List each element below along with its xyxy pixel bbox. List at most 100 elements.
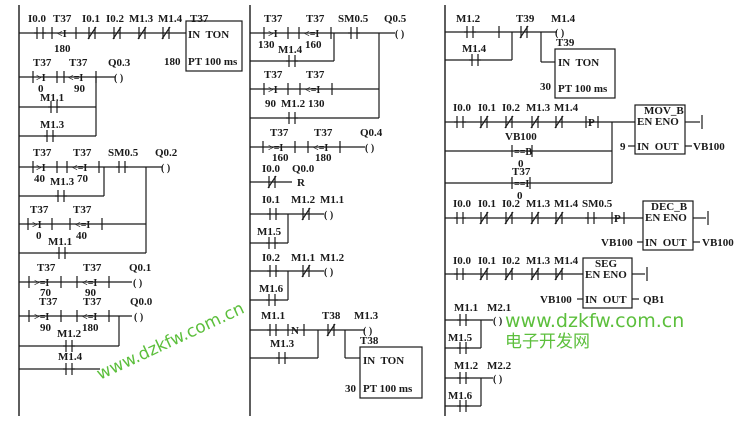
contact-label: M1.4: [158, 13, 183, 25]
coil-label: M1.1: [320, 194, 344, 206]
coil-label: Q0.1: [129, 262, 151, 274]
compare-value: 180: [315, 152, 332, 164]
en-eno-label: EN ENO: [637, 116, 679, 128]
compare-value: 130: [258, 39, 275, 51]
contact-label: T37: [264, 69, 283, 81]
input-value: VB100: [540, 294, 572, 306]
en-eno-label: EN ENO: [645, 212, 687, 224]
contact-nc: [479, 211, 489, 225]
output-value: QB1: [643, 294, 664, 306]
column-3: M1.2 T39 M1.4 ( ) M1.4 T39 IN TON PT 100…: [444, 5, 734, 416]
network-c2n5: I0.2 M1.1 M1.2 ( ) M1.6: [250, 252, 345, 307]
compare-value: 40: [34, 173, 46, 185]
contact-label: I0.0: [453, 255, 472, 267]
timer-in-label: IN TON: [188, 29, 229, 41]
contact-label: M1.1: [261, 310, 285, 322]
coil: ( ): [161, 163, 170, 174]
compare-value: 180: [54, 43, 71, 55]
contact-label: I0.2: [502, 198, 521, 210]
coil-label: Q0.3: [108, 57, 131, 69]
contact-label: T37: [33, 57, 52, 69]
contact-label: I0.2: [502, 255, 521, 267]
compare-op: >I: [36, 163, 46, 174]
contact-label: I0.0: [453, 102, 472, 114]
coil: ( ): [493, 316, 502, 327]
watermark-diagonal: www.dzkfw.com.cn: [94, 299, 248, 385]
contact-label: VB100: [505, 131, 537, 143]
network-c2n4: I0.1 M1.2 M1.1 ( ) M1.5: [250, 194, 344, 250]
contact-label: T38: [322, 310, 341, 322]
contact-label: M1.1: [291, 252, 315, 264]
contact-nc: [301, 207, 311, 221]
contact-label: I0.2: [106, 13, 125, 25]
compare-value: 0: [38, 83, 44, 95]
contact-nc: [161, 26, 171, 40]
timer-preset-value: 30: [540, 81, 552, 93]
compare-op: >=I: [34, 312, 49, 323]
contact-label: M1.6: [259, 283, 284, 295]
compare-value: 0: [518, 158, 524, 170]
compare-op: ==B: [514, 147, 532, 158]
contact-nc: [504, 115, 514, 129]
contact-label: M1.4: [554, 255, 579, 267]
coil: ( ): [365, 143, 374, 154]
contact-label: M1.4: [278, 44, 303, 56]
coil-label: M2.1: [487, 302, 511, 314]
column-1: I0.0 <I T37 180 I0.1 I0.2 M1.3 M1.4 T37 …: [18, 5, 243, 416]
in-out-label: IN OUT: [645, 237, 687, 249]
coil: ( ): [493, 374, 502, 385]
network-c3n5: M1.1 M2.1 ( ) M1.5: [445, 302, 511, 355]
coil-label: M2.2: [487, 360, 512, 372]
function-name: SEG: [595, 258, 617, 270]
compare-value: 90: [40, 322, 52, 334]
function-name: MOV_B: [644, 105, 684, 117]
network-c3n1: M1.2 T39 M1.4 ( ) M1.4 T39 IN TON PT 100…: [445, 13, 616, 99]
positive-edge: P: [614, 213, 621, 225]
contact-label: SM0.5: [108, 147, 139, 159]
contact-label: I0.1: [478, 255, 496, 267]
coil: ( ): [133, 278, 142, 289]
compare-op: <=I: [304, 29, 319, 40]
contact-nc: [554, 211, 564, 225]
coil: ( ): [114, 73, 123, 84]
compare-op: <=I: [75, 220, 90, 231]
compare-value: 180: [82, 322, 99, 334]
network-c1n1: I0.0 <I T37 180 I0.1 I0.2 M1.3 M1.4 T37 …: [19, 13, 243, 72]
contact-nc: [554, 115, 564, 129]
contact-nc: [112, 26, 122, 40]
compare-value: 0: [36, 230, 42, 242]
timer-preset-value: 180: [164, 56, 181, 68]
compare-value: 70: [77, 173, 89, 185]
contact-label: I0.1: [478, 198, 496, 210]
compare-op: >I: [32, 220, 42, 231]
compare-op: <=I: [72, 163, 87, 174]
contact-nc: [137, 26, 147, 40]
contact-label: T37: [306, 13, 325, 25]
timer-in-label: IN TON: [558, 57, 599, 69]
timer-name: T39: [556, 37, 575, 49]
compare-op: >I: [268, 85, 278, 96]
contact-label: T37: [314, 127, 333, 139]
contact-label: M1.2: [57, 328, 82, 340]
compare-op: >=I: [34, 278, 49, 289]
negative-edge: N: [291, 325, 299, 337]
compare-op: >I: [268, 29, 278, 40]
compare-value: 40: [76, 230, 88, 242]
contact-label: M1.3: [129, 13, 154, 25]
output-value: VB100: [693, 141, 725, 153]
contact-label: M1.4: [58, 351, 83, 363]
timer-preset-value: 30: [345, 383, 357, 395]
coil-label: M1.4: [551, 13, 576, 25]
contact-label: M1.2: [291, 194, 316, 206]
contact-label: M1.2: [281, 98, 306, 110]
contact-label: M1.1: [48, 236, 72, 248]
function-box-seg: [582, 257, 633, 309]
contact-label: M1.4: [554, 102, 579, 114]
positive-edge: P: [588, 117, 595, 129]
coil: ( ): [134, 312, 143, 323]
contact-label: I0.0: [262, 163, 281, 175]
contact-nc: [530, 115, 540, 129]
contact-label: T37: [83, 262, 102, 274]
contact-label: SM0.5: [338, 13, 369, 25]
